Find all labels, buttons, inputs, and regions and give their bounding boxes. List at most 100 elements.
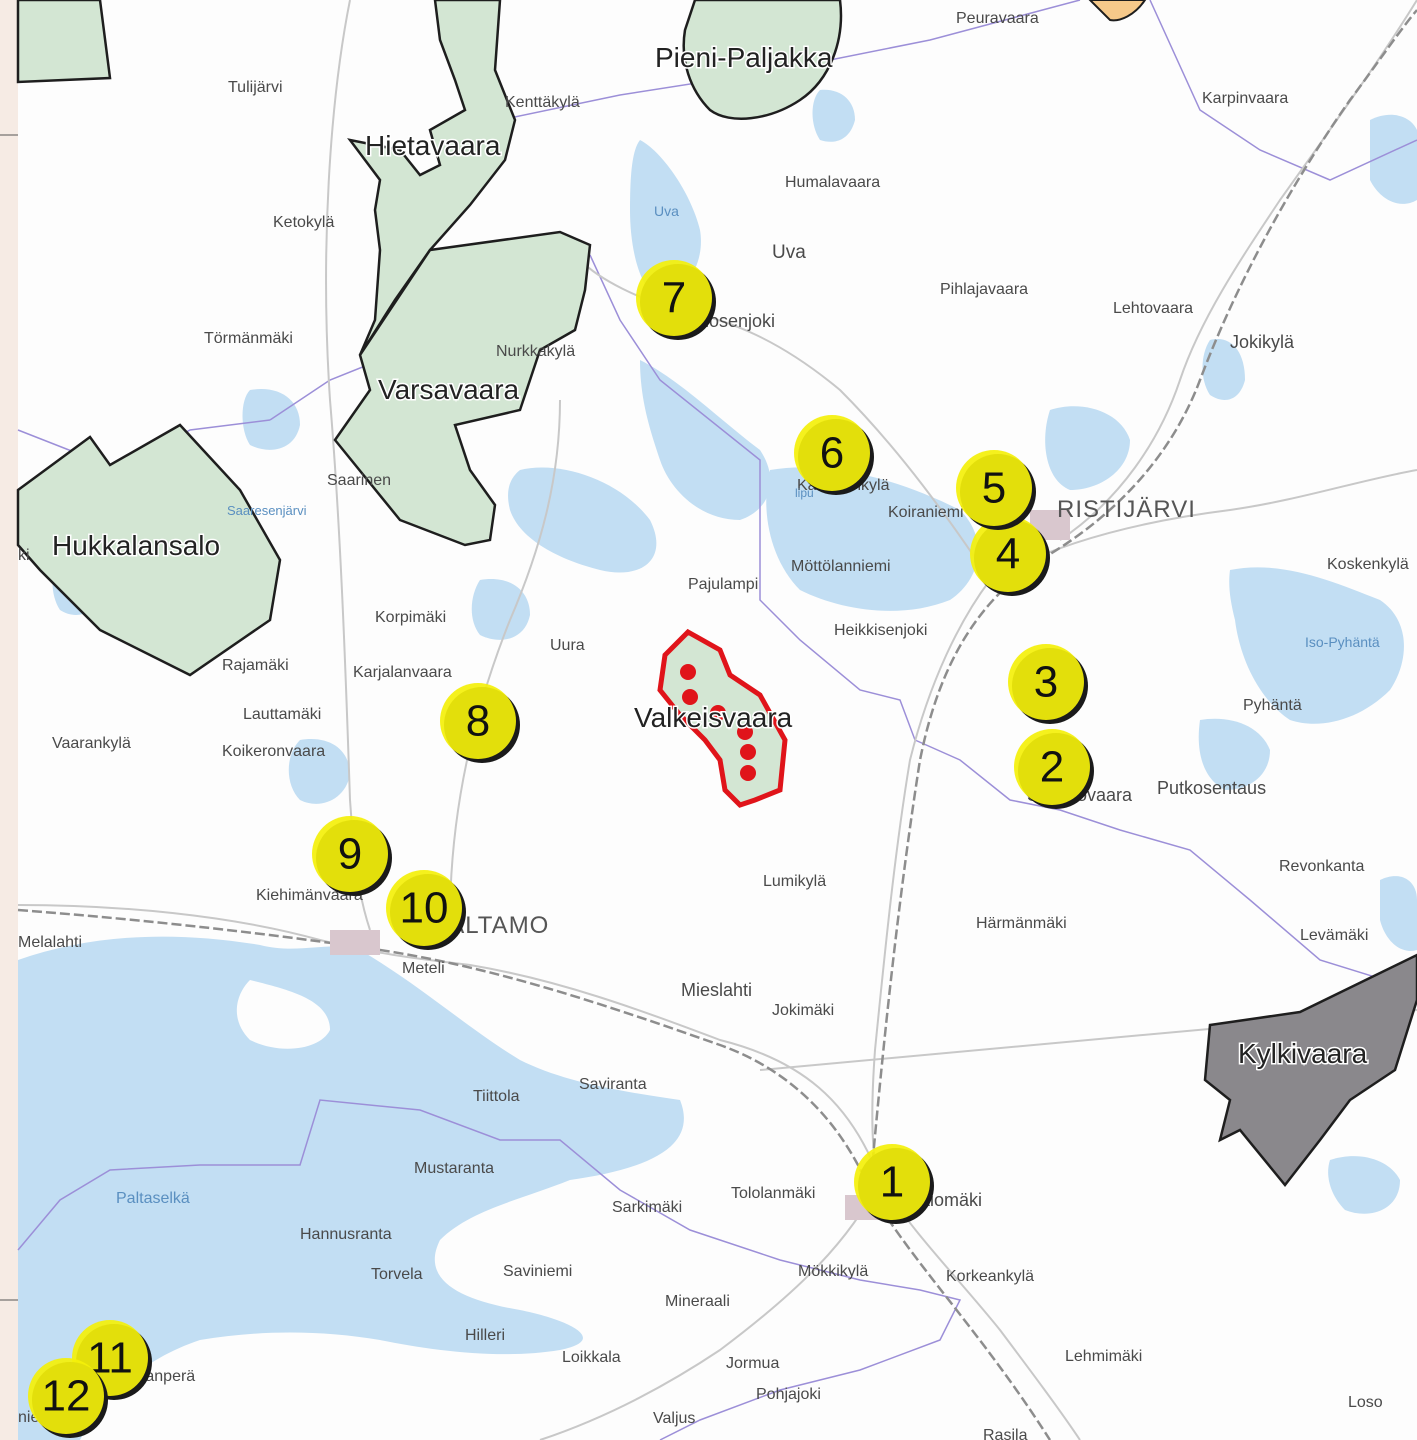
place-label: ki (18, 547, 30, 564)
area-outline-pieni-paljakka (682, 0, 843, 120)
place-label: Korkeankylä (946, 1268, 1034, 1285)
place-label: Paltaselkä (116, 1190, 190, 1207)
place-label: Koikeronvaara (222, 743, 325, 760)
place-label: Törmänmäki (204, 330, 293, 347)
marker-number: 7 (662, 274, 686, 323)
place-label: Pihlajavaara (940, 281, 1028, 298)
marker-9[interactable]: 9 (312, 816, 392, 896)
marker-circle (440, 683, 516, 759)
marker-number: 1 (880, 1158, 904, 1207)
place-label: Pajulampi (688, 576, 758, 593)
place-label: Loikkala (562, 1349, 621, 1366)
place-label: Loso (1348, 1394, 1383, 1411)
marker-1[interactable]: 1 (854, 1144, 934, 1224)
area-label: Hietavaara (365, 130, 501, 161)
town-label: RISTIJÄRVI (1057, 496, 1196, 523)
water-label: Uva (654, 203, 679, 219)
place-label: Mieslahti (681, 980, 752, 1000)
marker-5[interactable]: 5 (956, 450, 1036, 530)
water-labels: Uva Saaresenjärvi Iso-Pyhäntä lipu (227, 203, 1380, 650)
marker-circle (1014, 729, 1090, 805)
place-label: Jormua (726, 1355, 779, 1372)
turbine-dot (740, 765, 756, 781)
area-outline-top-left (16, 0, 112, 84)
place-label: Karjalanvaara (353, 664, 452, 681)
protected-areas (16, 0, 843, 677)
place-label: Meteli (402, 960, 445, 977)
place-label: Jokikylä (1230, 332, 1295, 352)
marker-number: 8 (466, 697, 490, 746)
marker-number: 9 (338, 830, 362, 879)
marker-12[interactable]: 12 (28, 1358, 108, 1438)
place-label: Lehtovaara (1113, 300, 1193, 317)
marker-7[interactable]: 7 (636, 260, 716, 340)
place-label: Härmänmäki (976, 915, 1067, 932)
place-label: Koiraniemi (888, 504, 964, 521)
turbine-dot (710, 705, 726, 721)
marker-6[interactable]: 6 (794, 415, 874, 495)
marker-circle (1008, 644, 1084, 720)
place-label: Saviniemi (503, 1263, 572, 1280)
place-label: Ketokylä (273, 214, 334, 231)
place-label: Lumikylä (763, 873, 826, 890)
place-label: Mineraali (665, 1293, 730, 1310)
marker-circle (970, 516, 1046, 592)
area-label: Kylkivaara (1238, 1038, 1368, 1069)
place-label: Rasila (983, 1427, 1028, 1440)
place-label: Vaarankylä (52, 735, 131, 752)
area-outline-orange (1088, 0, 1147, 22)
turbine-dot (682, 689, 698, 705)
water-bodies (18, 89, 1417, 1440)
place-label: Revonkanta (1279, 858, 1364, 875)
place-label: Torvela (371, 1266, 423, 1283)
place-label: Karpinvaara (1202, 90, 1288, 107)
area-label: Hukkalansalo (52, 530, 220, 561)
marker-number: 2 (1040, 743, 1064, 792)
area-label: Pieni-Paljakka (655, 42, 833, 73)
marker-circle (956, 450, 1032, 526)
place-label: Koskenkylä (1327, 556, 1409, 573)
marker-number: 10 (400, 884, 449, 933)
water-label: Iso-Pyhäntä (1305, 634, 1380, 650)
place-label: Melalahti (18, 934, 82, 951)
marker-4[interactable]: 4 (970, 516, 1050, 596)
marker-10[interactable]: 10 (386, 870, 466, 950)
place-label: Mustaranta (414, 1160, 494, 1177)
marker-circle (28, 1358, 104, 1434)
place-label: Pohjajoki (756, 1386, 821, 1403)
place-label: Valjus (653, 1410, 695, 1427)
railway (17, 9, 1417, 1440)
place-label: Hilleri (465, 1327, 505, 1344)
marker-number: 3 (1034, 658, 1058, 707)
marker-3[interactable]: 3 (1008, 644, 1088, 724)
area-outline-varsavaara (333, 230, 592, 547)
water-label: Saaresenjärvi (227, 503, 307, 518)
place-label: Korpimäki (375, 609, 446, 626)
place-label: Saviranta (579, 1076, 647, 1093)
place-label: Tiittola (473, 1088, 520, 1105)
marker-circle (312, 816, 388, 892)
marker-circle (794, 415, 870, 491)
place-label: Kenttäkylä (505, 94, 580, 111)
place-label: Levämäki (1300, 927, 1368, 944)
place-label: Möttölanniemi (791, 558, 891, 575)
area-outline-kylkivaara (1203, 953, 1417, 1188)
marker-8[interactable]: 8 (440, 683, 520, 763)
place-label: Lauttamäki (243, 706, 321, 723)
turbine-dot (737, 724, 753, 740)
turbine-locations (680, 664, 756, 781)
marker-2[interactable]: 2 (1014, 729, 1094, 809)
marker-number: 5 (982, 464, 1006, 513)
town-patch (330, 930, 380, 955)
marker-number: 12 (42, 1372, 91, 1421)
turbine-dot (680, 664, 696, 680)
place-label: Hannusranta (300, 1226, 392, 1243)
place-label: Uva (772, 242, 806, 263)
place-label: Sarkimäki (612, 1199, 682, 1216)
area-outline-hietavaara (347, 0, 517, 356)
marker-circle (636, 260, 712, 336)
area-labels: Pieni-Paljakka Hietavaara Varsavaara Huk… (51, 41, 1370, 1071)
place-label: Nurkkakylä (496, 343, 575, 360)
place-label: Saarinen (327, 472, 391, 489)
